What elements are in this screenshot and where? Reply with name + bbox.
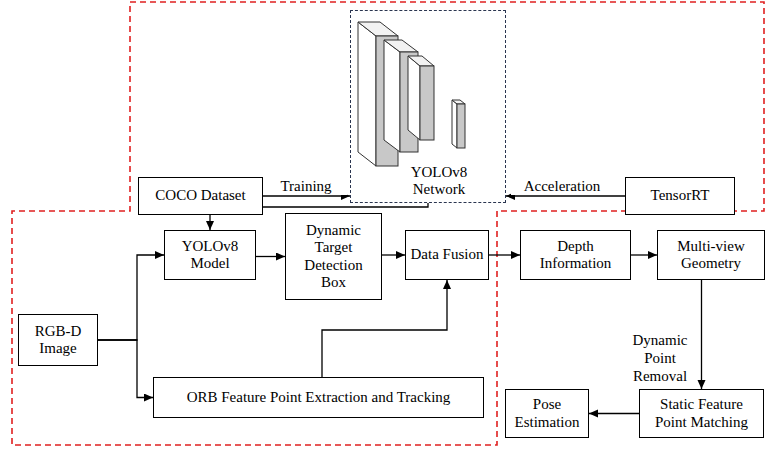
flow-arrow: [382, 254, 405, 255]
flow-arrow: [263, 195, 350, 196]
model-box: YOLOv8 Model: [164, 230, 256, 280]
input-box: RGB-D Image: [18, 314, 98, 366]
detection-box: Dynamic Target Detection Box: [285, 213, 382, 300]
node-text: YOLOv8 Network: [403, 164, 475, 199]
fusion-box: Data Fusion: [405, 230, 489, 280]
dataset-box: COCO Dataset: [138, 177, 263, 215]
node-text: YOLOv8 Model: [169, 238, 251, 273]
depth-box: Depth Information: [520, 230, 631, 280]
node-text: RGB-D Image: [23, 323, 93, 358]
matching-box: Static Feature Point Matching: [639, 389, 764, 438]
node-text: Dynamic Target Detection Box: [290, 222, 377, 291]
flow-arrow: [98, 255, 164, 340]
flow-arrow: [589, 413, 639, 414]
node-text: TensorRT: [651, 187, 710, 204]
pose-box: Pose Estimation: [505, 389, 589, 438]
flow-arrow: [701, 280, 702, 389]
node-text: Multi-view Geometry: [662, 238, 760, 273]
node-text: COCO Dataset: [155, 187, 245, 204]
edge-label: Training: [265, 177, 347, 195]
node-text: Data Fusion: [411, 246, 484, 263]
network-box: YOLOv8 Network: [350, 10, 506, 203]
module-region: [12, 2, 764, 445]
flow-arrow: [256, 256, 285, 257]
edge-label: Acceleration: [511, 177, 613, 195]
flow-arrow: [489, 254, 520, 255]
geometry-box: Multi-view Geometry: [657, 230, 765, 280]
node-text: Pose Estimation: [510, 396, 584, 431]
flow-arrow: [506, 195, 625, 196]
node-text: Depth Information: [525, 238, 626, 273]
network-illustration: [358, 22, 465, 166]
feature-box: ORB Feature Point Extraction and Trackin…: [153, 377, 484, 418]
edge-label: Dynamic Point Removal: [626, 331, 694, 385]
node-text: Static Feature Point Matching: [644, 396, 759, 431]
flow-arrow: [98, 340, 153, 398]
node-text: ORB Feature Point Extraction and Trackin…: [187, 389, 451, 406]
flow-arrow: [631, 254, 657, 255]
accelerator-box: TensorRT: [625, 177, 735, 215]
